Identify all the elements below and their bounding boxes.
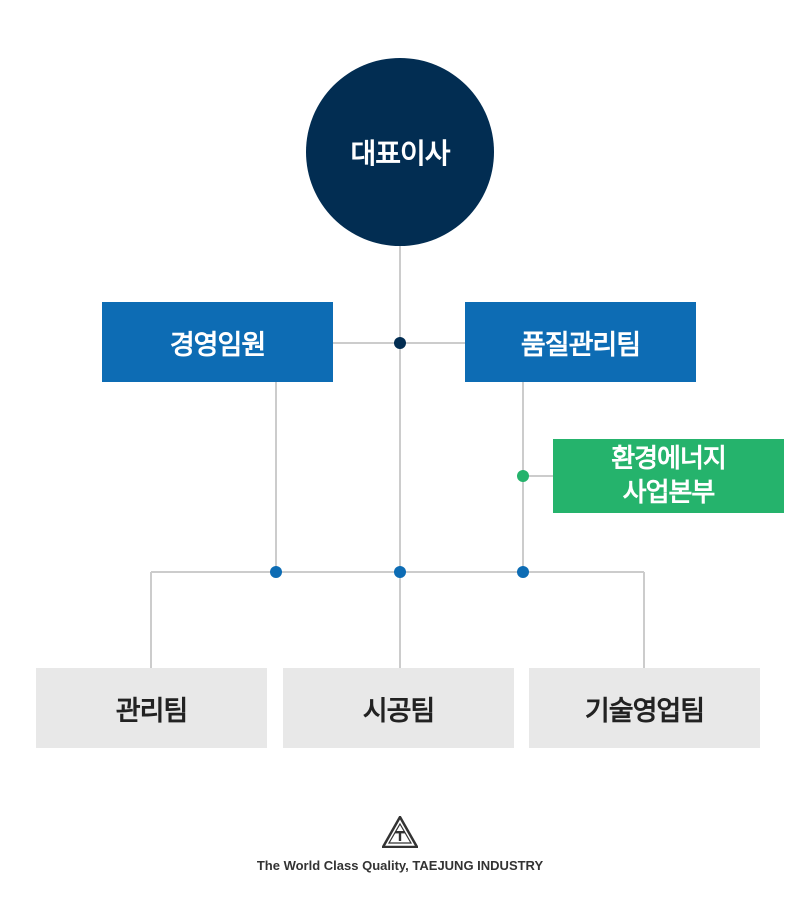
technical-sales-team-node: 기술영업팀 [529,668,760,748]
junction-dot [270,566,282,578]
junction-dot [394,566,406,578]
ceo-label: 대표이사 [350,137,450,170]
management-team-label: 관리팀 [115,695,189,727]
junction-dot [394,337,406,349]
junction-dot [517,566,529,578]
ceo-node: 대표이사 [306,58,494,246]
technical-sales-team-label: 기술영업팀 [584,695,705,727]
taejung-logo-icon [382,816,418,848]
env-energy-division-label-line1: 환경에너지 [611,444,727,474]
management-team-node: 관리팀 [36,668,267,748]
env-energy-division-node: 환경에너지 사업본부 [553,439,784,513]
executives-label: 경영임원 [169,329,266,361]
executives-node: 경영임원 [102,302,333,382]
quality-team-label: 품질관리팀 [520,329,641,361]
quality-team-node: 품질관리팀 [465,302,696,382]
footer-tagline: The World Class Quality, TAEJUNG INDUSTR… [256,858,544,873]
env-energy-division-label-line2: 사업본부 [622,478,716,508]
junction-dot [517,470,529,482]
construction-team-node: 시공팀 [283,668,514,748]
construction-team-label: 시공팀 [362,695,436,727]
